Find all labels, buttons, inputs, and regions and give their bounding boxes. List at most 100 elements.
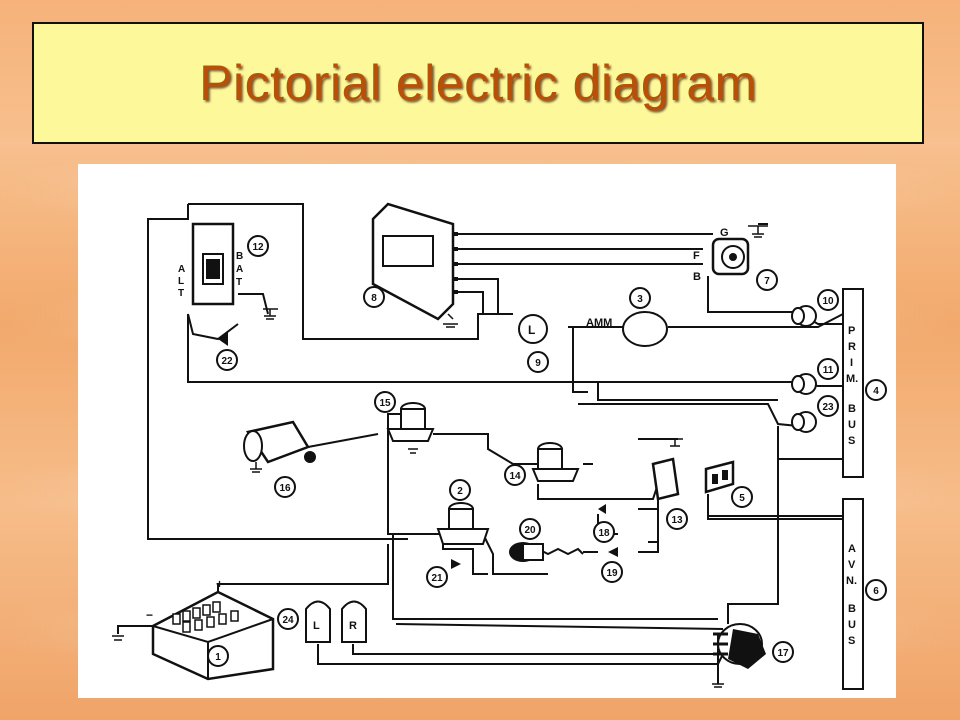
callout-number: 9 xyxy=(535,358,541,369)
callout-9: 9 xyxy=(527,351,549,373)
callout-circle xyxy=(247,235,269,257)
slide-title: Pictorial electric diagram xyxy=(199,55,757,111)
callout-circle xyxy=(601,561,623,583)
callout-4: 4 xyxy=(865,379,887,401)
component-16-starter xyxy=(243,420,316,473)
callout-circle xyxy=(504,464,526,486)
callout-circle xyxy=(374,391,396,413)
callout-number: 4 xyxy=(873,386,879,397)
callout-3: 3 xyxy=(629,287,651,309)
callout-number: 6 xyxy=(873,586,879,597)
callout-circle xyxy=(593,521,615,543)
component-5-switch xyxy=(704,460,735,494)
alt-label-t: T xyxy=(178,288,184,299)
callout-13: 13 xyxy=(666,508,688,530)
callout-11: 11 xyxy=(817,358,839,380)
alt-label-a: A xyxy=(178,264,185,275)
callout-number: 1 xyxy=(215,652,221,663)
component-12-switch: A L T B A T xyxy=(178,222,278,346)
component-17-key-switch xyxy=(712,623,766,688)
callout-16: 16 xyxy=(274,476,296,498)
callout-number: 11 xyxy=(823,365,834,376)
gen-b-label: B xyxy=(693,271,701,283)
callout-circle xyxy=(274,476,296,498)
callout-5: 5 xyxy=(731,486,753,508)
component-24-lamps: L R xyxy=(305,600,367,643)
callout-circle xyxy=(519,518,541,540)
component-8-box xyxy=(371,202,458,328)
callout-23: 23 xyxy=(817,395,839,417)
wires xyxy=(117,203,844,684)
bus-letter: V xyxy=(848,559,856,571)
bus-letter: U xyxy=(848,619,856,631)
bat-label-b: B xyxy=(236,251,243,262)
callout-24: 24 xyxy=(277,608,299,630)
component-14-solenoid xyxy=(531,442,580,482)
callout-20: 20 xyxy=(519,518,541,540)
callout-22: 22 xyxy=(216,349,238,371)
callout-19: 19 xyxy=(601,561,623,583)
bus-letter: S xyxy=(848,435,855,447)
lamp-l-label: L xyxy=(313,620,320,632)
bus-letter: B xyxy=(848,603,856,615)
callout-12: 12 xyxy=(247,235,269,257)
callout-number: 24 xyxy=(282,615,294,626)
callout-number: 14 xyxy=(509,471,521,482)
callout-6: 6 xyxy=(865,579,887,601)
component-1-battery: + − xyxy=(112,577,275,681)
component-20-horn xyxy=(509,542,544,562)
component-7-generator: G F B xyxy=(693,225,768,283)
circuit-breakers xyxy=(791,305,817,433)
callout-circle xyxy=(865,579,887,601)
callout-number: 20 xyxy=(524,525,536,536)
callout-18: 18 xyxy=(593,521,615,543)
lamp-r-label: R xyxy=(349,620,357,632)
bus-letter: U xyxy=(848,419,856,431)
component-2-solenoid xyxy=(436,502,490,545)
diodes xyxy=(451,504,618,569)
component-9-light: L xyxy=(518,314,548,344)
callout-circle xyxy=(629,287,651,309)
component-15-solenoid xyxy=(386,402,435,454)
callout-circle xyxy=(426,566,448,588)
component-6-avn-bus: A V N. B U S xyxy=(842,498,864,690)
title-box: Pictorial electric diagram xyxy=(32,22,924,144)
callout-7: 7 xyxy=(756,269,778,291)
bus-letter: N. xyxy=(846,575,857,587)
battery-minus: − xyxy=(146,608,153,622)
bus-letter: A xyxy=(848,543,856,555)
battery-plus: + xyxy=(216,577,223,591)
callout-number: 23 xyxy=(822,402,834,413)
alt-label-l: L xyxy=(178,276,184,287)
callout-circle xyxy=(277,608,299,630)
callout-circle xyxy=(756,269,778,291)
callout-21: 21 xyxy=(426,566,448,588)
bus-letter: P xyxy=(848,325,855,337)
bat-label-a: A xyxy=(236,264,243,275)
callout-number: 22 xyxy=(221,356,233,367)
component-3-ammeter: AMM xyxy=(586,311,668,347)
callout-15: 15 xyxy=(374,391,396,413)
callout-circle xyxy=(449,479,471,501)
callout-number: 21 xyxy=(431,573,443,584)
callout-number: 19 xyxy=(606,568,618,579)
amm-label: AMM xyxy=(586,317,612,329)
callout-number: 3 xyxy=(637,294,643,305)
callout-circle xyxy=(527,351,549,373)
callout-circle xyxy=(865,379,887,401)
gen-g-label: G xyxy=(720,227,729,239)
callout-number: 12 xyxy=(252,242,264,253)
bus-letter: B xyxy=(848,403,856,415)
electric-diagram: G F B A L T B A T L AMM P R I M. B U S xyxy=(78,164,896,698)
callout-circle xyxy=(216,349,238,371)
callout-10: 10 xyxy=(817,289,839,311)
light-l-label: L xyxy=(528,323,535,337)
callout-circle xyxy=(817,358,839,380)
component-13-relay xyxy=(651,438,683,501)
bus-letter: R xyxy=(848,341,856,353)
callout-2: 2 xyxy=(449,479,471,501)
callout-circle xyxy=(817,395,839,417)
diagram-svg: G F B A L T B A T L AMM P R I M. B U S xyxy=(112,202,887,690)
callout-number: 8 xyxy=(371,293,377,304)
